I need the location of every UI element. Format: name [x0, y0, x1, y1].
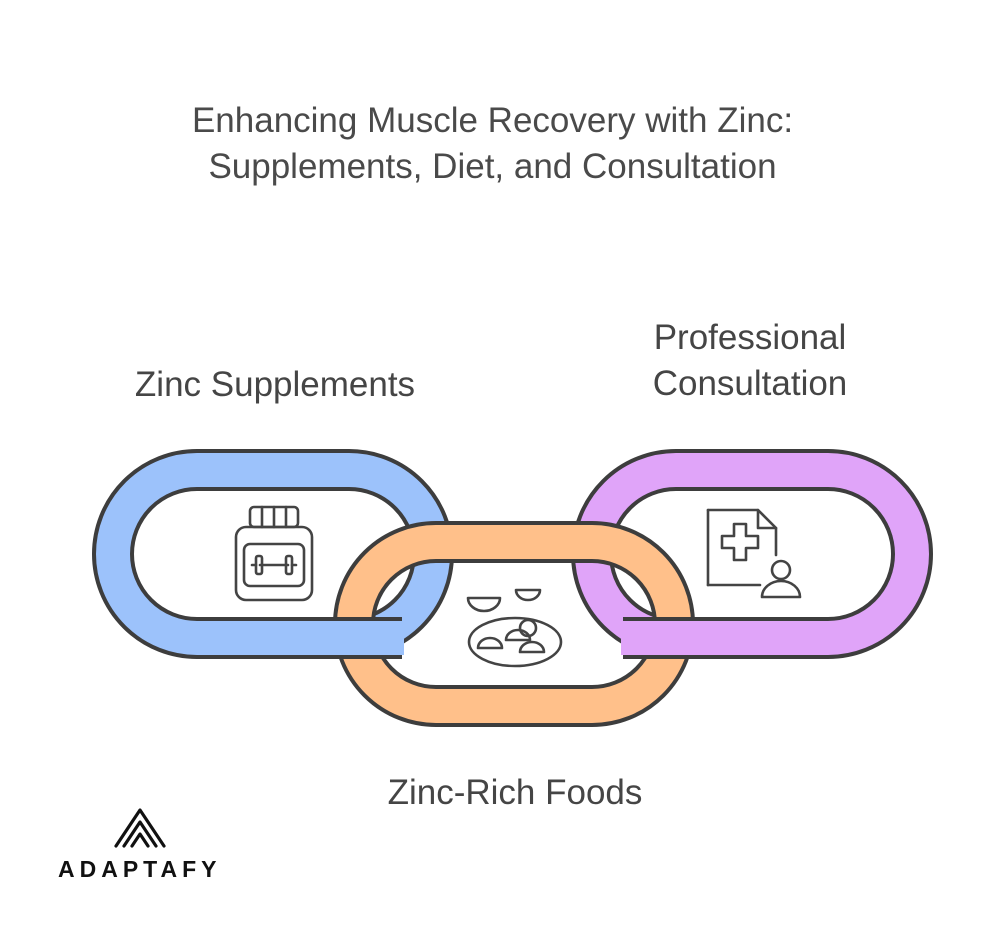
zinc-supplements-label: Zinc Supplements — [134, 365, 416, 404]
title-line-1: Enhancing Muscle Recovery with Zinc: — [191, 101, 794, 140]
title-line-2: Supplements, Diet, and Consultation — [208, 147, 777, 186]
food-bowls-plate-icon — [466, 588, 563, 668]
diagram-title: Enhancing Muscle Recovery with Zinc: Sup… — [0, 98, 985, 190]
professional-consultation-label: Professional Consultation — [652, 318, 848, 403]
medical-document-person-icon — [706, 508, 802, 599]
zinc-rich-foods-label: Zinc-Rich Foods — [387, 773, 643, 812]
adaptafy-brand-name: ADAPTAFY — [58, 856, 222, 882]
adaptafy-logo-icon — [114, 808, 166, 848]
supplement-jar-dumbbell-icon — [234, 505, 314, 602]
